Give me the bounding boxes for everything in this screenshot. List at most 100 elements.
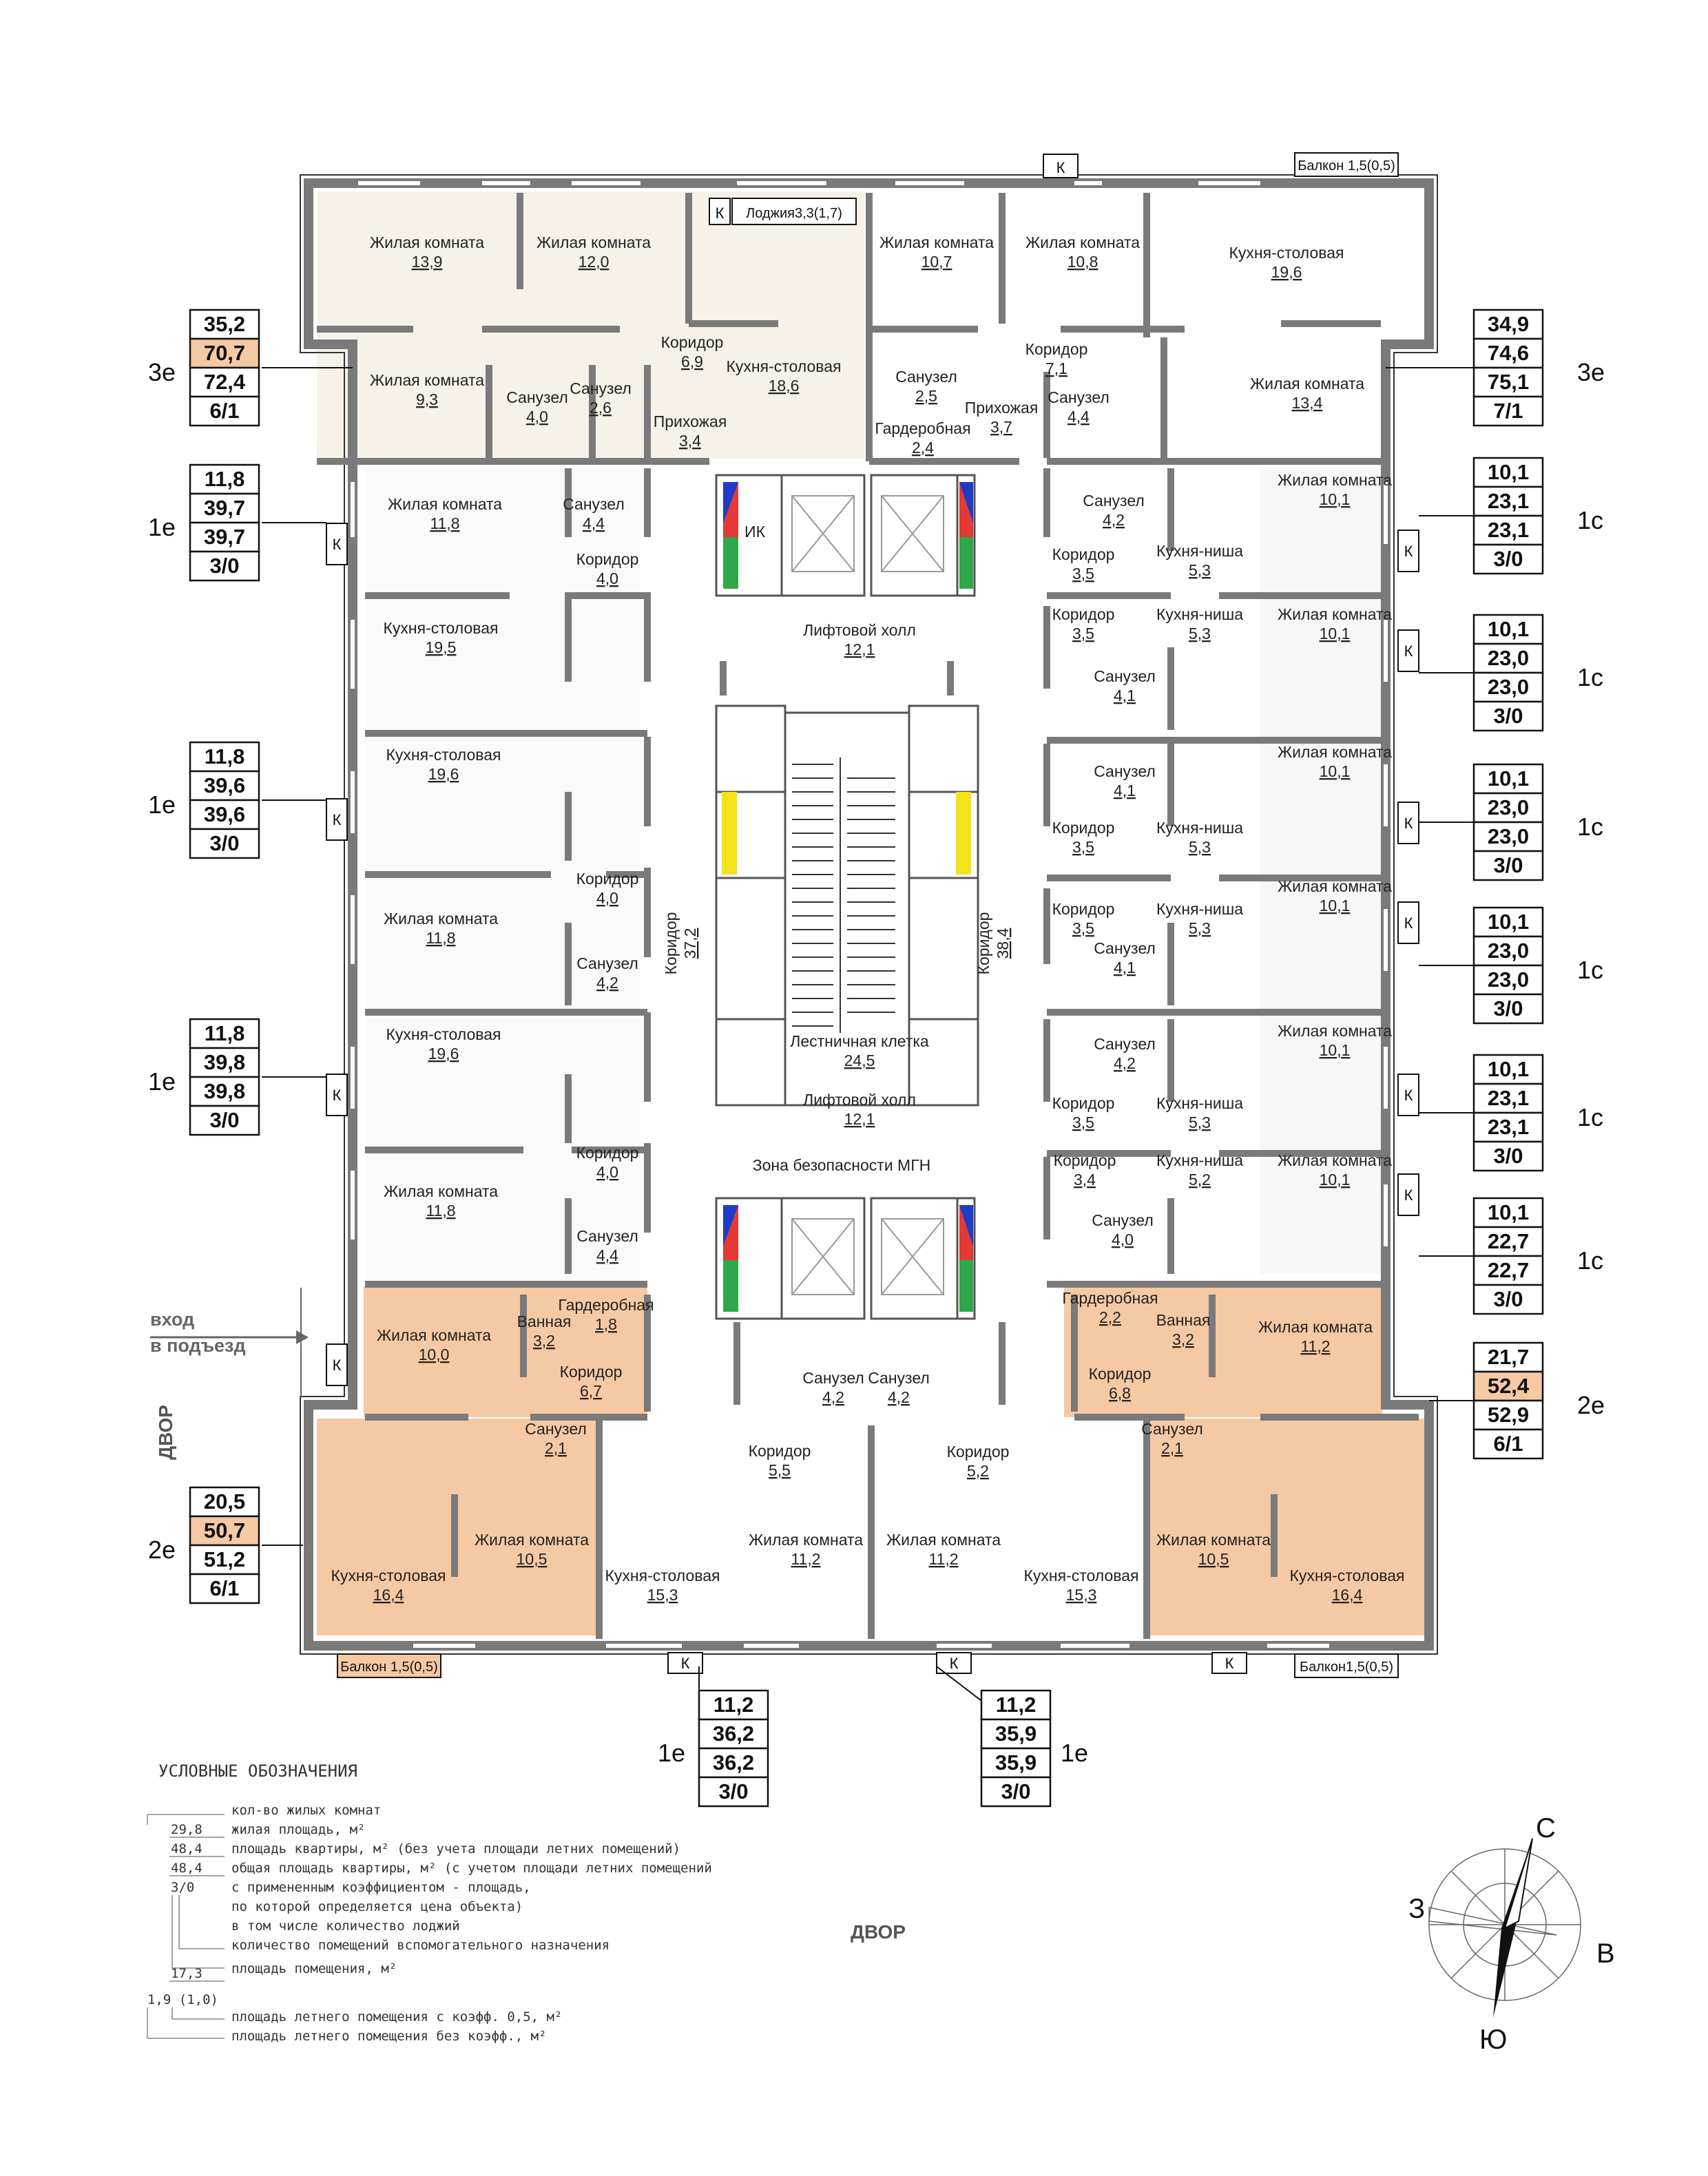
interior-walls	[317, 193, 1419, 1639]
room-name: Кухня-столовая	[386, 746, 501, 764]
room-name: Санузел	[1094, 762, 1156, 780]
room-name: Санузел	[802, 1369, 864, 1387]
apartment-value-cell	[1472, 642, 1544, 674]
compass-rose-icon: С Ю В З	[1408, 1813, 1615, 2055]
apartment-boxes: 35,270,772,46/13е11,839,739,73/01е11,839…	[148, 308, 1605, 1808]
apartment-type: 1е	[658, 1739, 685, 1767]
room-name: Коридор	[1025, 340, 1088, 358]
room-name: Кухня-ниша	[1156, 542, 1243, 560]
apartment-value: 6/1	[209, 399, 239, 423]
room-name: Лестничная клетка	[790, 1032, 929, 1050]
room-name: Санузел	[868, 1369, 930, 1387]
apartment-value: 35,9	[995, 1750, 1037, 1775]
room-name: Санузел	[1094, 1035, 1156, 1053]
legend-sample-living: 29,8	[171, 1822, 202, 1837]
room-name: Санузел	[506, 388, 568, 406]
apartment-value-cell	[189, 770, 260, 802]
apartment-value: 10,1	[1488, 460, 1529, 484]
room-name: Коридор	[576, 870, 639, 888]
k-label: К	[333, 1087, 342, 1104]
apartment-value: 3/0	[1493, 996, 1523, 1021]
room-area: 10,8	[1068, 253, 1098, 271]
room-area: 4,2	[596, 974, 618, 992]
room-name: Коридор	[662, 912, 680, 975]
room-area: 2,1	[545, 1439, 567, 1457]
apartment-value: 72,4	[204, 370, 246, 394]
room-area: 11,2	[928, 1550, 958, 1568]
room-area: 4,4	[583, 514, 605, 532]
room-name: Жилая комната	[1278, 605, 1392, 623]
legend-sample-room: 17,3	[171, 1966, 202, 1981]
k-label: К	[1225, 1655, 1234, 1672]
apartment-value-cell	[1472, 395, 1544, 427]
apartment-value: 3/0	[1493, 1287, 1523, 1311]
apartment-value: 70,7	[204, 341, 245, 365]
apartment-value-cell	[189, 395, 260, 427]
k-label: К	[333, 1357, 342, 1374]
apartment-value: 3/0	[1001, 1779, 1030, 1803]
apartment-value: 23,0	[1488, 646, 1529, 670]
room-area: 11,2	[791, 1550, 820, 1568]
apartment-value-cell	[189, 1076, 260, 1107]
apartment-summary: 11,235,935,93/01е	[936, 1666, 1088, 1808]
apartment-2e-left-top-fill	[364, 1286, 647, 1417]
apartment-type: 1е	[148, 513, 176, 541]
apartment-summary: 35,270,772,46/13е	[148, 308, 353, 427]
room-name: Жилая комната	[370, 371, 484, 389]
apartment-value-cell	[1472, 614, 1544, 645]
apartment-value: 39,7	[204, 496, 245, 520]
apartment-2e-right-fill	[1143, 1419, 1424, 1635]
room-name: Гардеробная	[1062, 1289, 1158, 1307]
apartment-type: 3е	[148, 358, 176, 386]
apartment-value: 10,1	[1488, 766, 1529, 791]
apartment-value: 39,8	[204, 1079, 245, 1103]
apartment-value: 10,1	[1488, 1057, 1529, 1081]
k-label: К	[333, 536, 342, 553]
room-area: 11,8	[426, 1202, 455, 1220]
apartment-value: 7/1	[1493, 399, 1523, 423]
apartment-value-cell	[1472, 366, 1544, 398]
room-name: Коридор	[576, 550, 639, 568]
room-name: Жилая комната	[886, 1531, 1001, 1549]
apartment-value-cell	[698, 1776, 769, 1808]
room-name: Санузел	[576, 954, 638, 972]
room-area: 3,4	[679, 432, 701, 450]
k-label: К	[950, 1655, 959, 1672]
room-name: Санузел	[1048, 388, 1110, 406]
k-label: К	[333, 811, 342, 828]
room-area: 2,6	[590, 399, 612, 417]
apartment-value-cell	[1472, 700, 1544, 732]
apartment-value: 51,2	[204, 1547, 245, 1571]
loggia-label: Лоджия3,3(1,7)	[746, 206, 842, 221]
apartment-value-cell	[189, 828, 260, 859]
room-area: 19,5	[426, 638, 457, 656]
room-area: 10,1	[1320, 1041, 1351, 1059]
apartment-value-cell	[189, 308, 260, 340]
room-area: 15,3	[647, 1586, 678, 1604]
apartment-type: 1с	[1577, 813, 1603, 841]
room-area: 3,2	[1172, 1330, 1194, 1348]
room-area: 5,3	[1189, 838, 1211, 856]
apartment-value-cell	[1472, 1284, 1544, 1315]
legend-sample-area2: 48,4	[171, 1861, 202, 1876]
apartment-value: 20,5	[204, 1489, 245, 1514]
